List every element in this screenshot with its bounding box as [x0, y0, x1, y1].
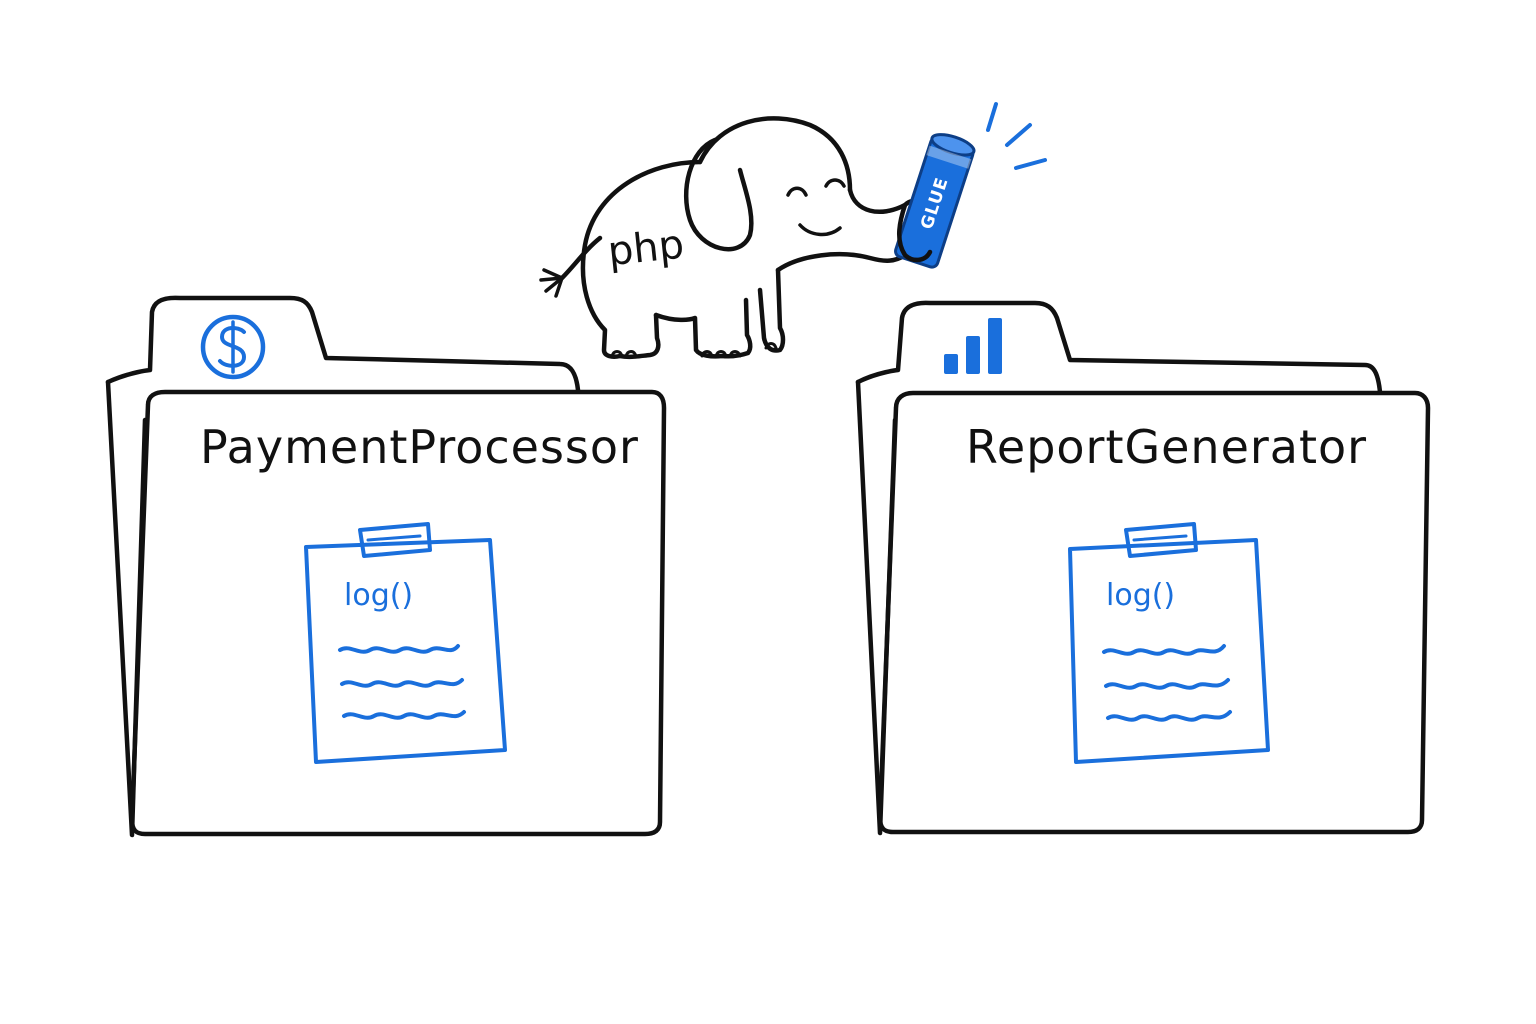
elephant-back: [580, 159, 703, 360]
folder-front-panel: [129, 389, 667, 837]
bar-chart-icon: [944, 318, 1002, 374]
folder-payment-processor: PaymentProcessor log(): [105, 295, 667, 838]
elephant-belly: [653, 297, 753, 359]
elephant-php-label: php: [606, 222, 687, 276]
log-note: log(): [304, 522, 507, 764]
php-elephant-mascot: php: [539, 116, 921, 360]
folder-title: ReportGenerator: [966, 420, 1367, 474]
elephant-smile: [798, 223, 842, 237]
note-tape: [1124, 522, 1198, 558]
folder-back-panel: [105, 295, 581, 393]
note-label: log(): [1106, 578, 1175, 613]
elephant-tail-tuft: [539, 268, 564, 298]
glue-stick-cap: [930, 133, 976, 157]
note-tape: [358, 522, 432, 558]
note-scribble-lines: [1102, 644, 1232, 722]
elephant-tail: [559, 235, 603, 281]
elephant-trunk-grip: [897, 202, 933, 263]
elephant-eye-right: [824, 178, 846, 188]
elephant-toes: [610, 342, 778, 358]
glue-stick: GLUE: [894, 133, 976, 269]
folder-back-panel: [855, 300, 1383, 395]
note-paper: [304, 538, 507, 764]
elephant-trunk-bottom: [775, 251, 908, 273]
folder-front-panel: [877, 390, 1431, 835]
elephant-head-top: [697, 116, 853, 193]
note-scribble-lines: [338, 644, 466, 720]
elephant-ear: [684, 137, 754, 252]
folder-report-generator: ReportGenerator log(): [855, 300, 1431, 836]
folder-title: PaymentProcessor: [200, 420, 639, 474]
dollar-circle-icon: [200, 314, 266, 380]
sparkle-lines: [986, 102, 1047, 170]
log-note: log(): [1068, 522, 1270, 764]
elephant-front-leg: [757, 267, 786, 353]
note-label: log(): [344, 578, 413, 613]
elephant-eye-left: [786, 186, 808, 197]
